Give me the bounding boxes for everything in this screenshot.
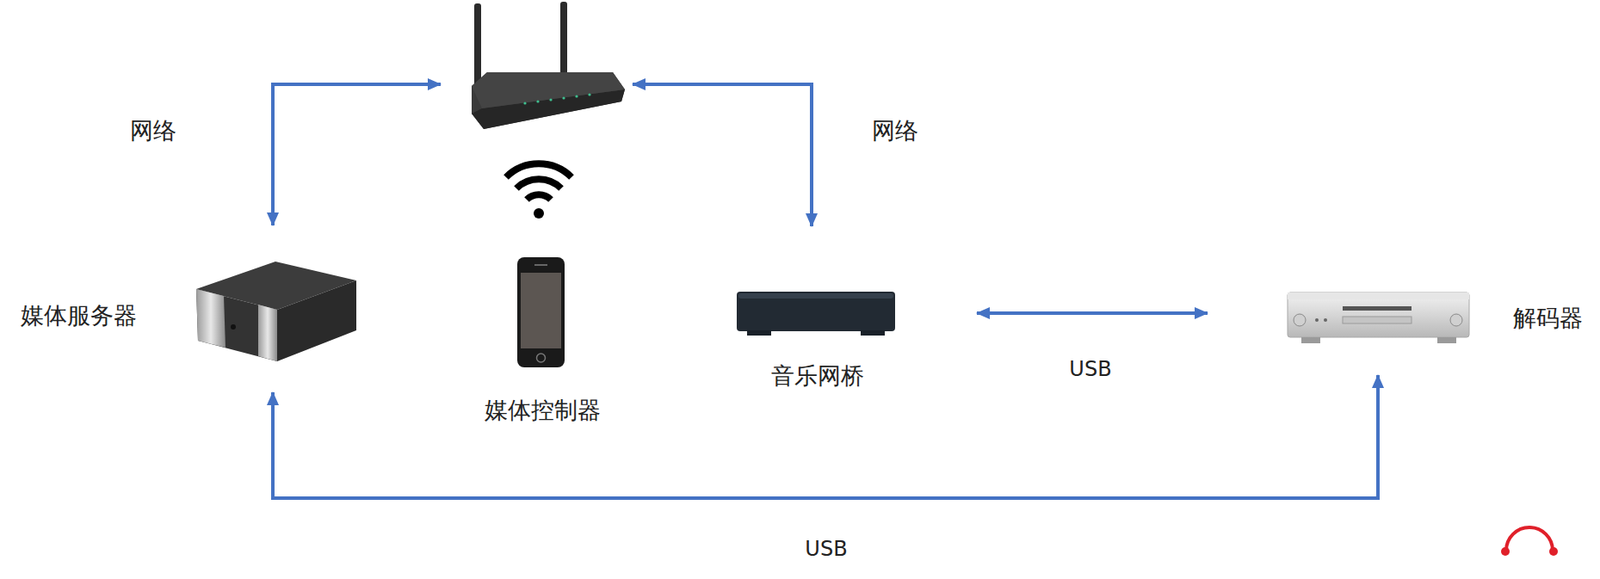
music-bridge-node: 音乐网桥	[722, 226, 977, 340]
router-node	[440, 4, 633, 131]
logo-mark	[1501, 527, 1558, 556]
router-icon	[471, 1, 625, 130]
connection-label: USB	[803, 537, 849, 563]
connection-label: 网络	[128, 117, 179, 145]
connector-arrow	[272, 84, 441, 226]
device-label: 解码器	[1511, 304, 1585, 333]
connector-arrow	[272, 375, 1378, 499]
media-server-icon	[196, 261, 357, 362]
device-label: 音乐网桥	[769, 362, 866, 390]
media-controller-node: 媒体控制器	[517, 257, 565, 368]
phone-icon	[517, 257, 565, 368]
media-server-node: 媒体服务器	[193, 225, 358, 393]
network-bridge-icon	[736, 291, 896, 336]
dac-node: 解码器	[1207, 290, 1470, 376]
connector-arrow	[976, 311, 1208, 316]
device-label: 媒体控制器	[482, 396, 603, 425]
dac-icon	[1287, 292, 1470, 344]
wifi-symbol	[506, 163, 572, 219]
device-label: 媒体服务器	[18, 302, 139, 330]
connection-label: USB	[1067, 357, 1113, 383]
connection-label: 网络	[870, 117, 921, 145]
connector-arrow	[632, 84, 812, 227]
